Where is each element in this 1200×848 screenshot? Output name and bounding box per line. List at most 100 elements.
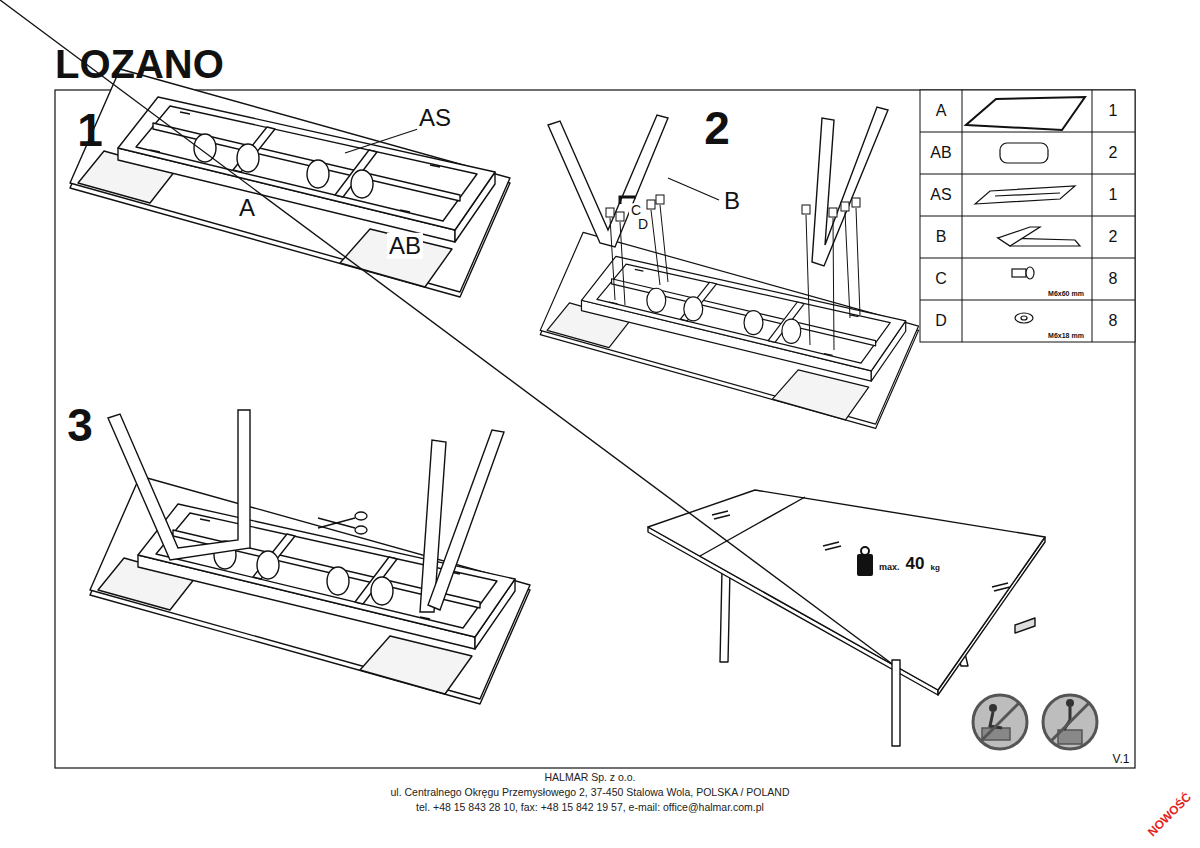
ellipse-shape [1021, 316, 1027, 320]
rect-shape [647, 200, 655, 209]
ellipse-shape [1026, 267, 1034, 279]
line-shape [806, 215, 810, 345]
polygon-shape [892, 660, 900, 746]
line-shape [620, 222, 625, 305]
polygon-shape [648, 490, 1045, 690]
page-title: LOZANO [55, 42, 224, 86]
line-shape [920, 132, 1135, 133]
ellipse-shape [1015, 313, 1033, 323]
load-note: max. [877, 563, 902, 573]
scissors-icon [318, 512, 367, 534]
table-cell: 1 [1109, 186, 1118, 204]
table-cell: AS [930, 186, 951, 204]
load-unit: kg [928, 564, 941, 573]
tabletop-step-2 [540, 232, 918, 428]
line-shape [823, 542, 839, 546]
new-badge: NOWOŚĆ [1146, 791, 1194, 839]
leader-line [345, 129, 418, 153]
polygon-shape [428, 430, 504, 610]
polygon-shape [108, 410, 250, 560]
rect-shape [852, 198, 860, 207]
rect-shape [829, 208, 837, 217]
assembled-table [0, 0, 1045, 746]
part-label: A [237, 195, 257, 221]
table-cell: M6x18 mm [1048, 332, 1084, 340]
ellipse-shape [355, 512, 367, 520]
tabletop-step-1 [70, 69, 510, 297]
footer-line: ul. Centralnego Okręgu Przemysłowego 2, … [390, 787, 789, 799]
line-shape [700, 497, 805, 556]
ellipse-shape [355, 526, 367, 534]
legs-step-3 [108, 410, 504, 612]
rect-shape [1012, 269, 1026, 277]
table-cell: 1 [1109, 102, 1118, 120]
polygon-shape [975, 186, 1075, 204]
line-shape [995, 193, 1060, 196]
circle-shape [973, 695, 1027, 749]
line-shape [981, 703, 1019, 741]
footer-line: tel. +48 15 843 28 10, fax: +48 15 842 1… [416, 802, 764, 814]
line-shape [920, 216, 1135, 217]
no-climbing-icons [973, 695, 1097, 749]
polygon-shape [548, 115, 668, 247]
line-shape [992, 583, 1008, 587]
part-label: B [722, 188, 742, 214]
rect-shape [920, 90, 1135, 342]
line-shape [920, 258, 1135, 259]
parts-table [920, 90, 1135, 342]
line-shape [825, 546, 841, 550]
line-shape [833, 218, 834, 350]
circle-shape [989, 704, 997, 712]
rect-shape [616, 212, 624, 221]
line-shape [1051, 703, 1089, 741]
line-shape [651, 210, 660, 285]
line-shape [0, 0, 895, 666]
step-number: 1 [77, 105, 103, 156]
part-label: AB [387, 233, 423, 259]
rect-shape [802, 205, 810, 214]
table-cell: 2 [1109, 228, 1118, 246]
line-shape [660, 205, 668, 282]
circle-shape [861, 547, 869, 555]
part-label: AS [417, 105, 453, 131]
line-shape [856, 208, 860, 315]
version-note: V.1 [1113, 753, 1130, 766]
line-shape [318, 518, 355, 528]
line-shape [845, 212, 850, 318]
line-shape [994, 587, 1010, 591]
part-label: D [636, 217, 650, 232]
polygon-shape [966, 97, 1085, 130]
table-cell: 8 [1109, 312, 1118, 330]
screws-step-2 [606, 195, 860, 350]
step-number: 3 [67, 400, 93, 451]
rect-shape [841, 202, 849, 211]
line-shape [712, 511, 728, 515]
line-shape [920, 174, 1135, 175]
step-number: 2 [704, 103, 730, 154]
table-cell: A [936, 102, 947, 120]
polygon-shape [812, 107, 888, 266]
load-value: 40 [904, 555, 927, 574]
leader-line [668, 178, 719, 200]
line-shape [920, 300, 1135, 301]
polygon-shape [998, 227, 1040, 246]
part-icons [966, 97, 1085, 323]
rect-shape [606, 208, 614, 217]
table-cell: AB [930, 144, 951, 162]
table-cell: C [935, 270, 947, 288]
polygon-shape [720, 570, 730, 662]
line-shape [610, 218, 615, 300]
line-shape [714, 515, 730, 519]
circle-shape [1066, 699, 1074, 707]
table-cell: D [935, 312, 947, 330]
table-cell: 8 [1109, 270, 1118, 288]
table-cell: 2 [1109, 144, 1118, 162]
rect-shape [857, 554, 873, 576]
line-shape [318, 518, 355, 528]
weight-icon [857, 547, 873, 576]
table-cell: M6x60 mm [1048, 290, 1084, 298]
rect-shape [656, 195, 664, 204]
rect-shape [1000, 143, 1048, 163]
